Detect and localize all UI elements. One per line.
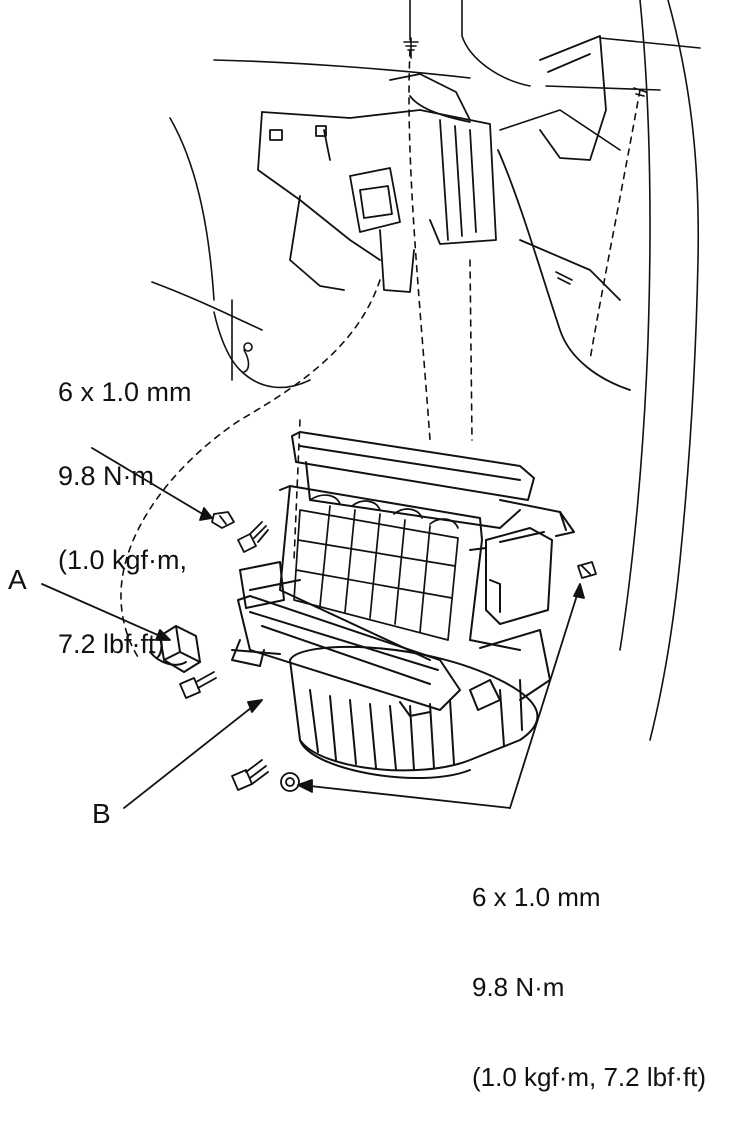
upper-torque-callout: 6 x 1.0 mm 9.8 N·m (1.0 kgf·m, 7.2 lbf·f… xyxy=(58,322,192,686)
upper-screws xyxy=(403,37,647,285)
label-b: B xyxy=(92,798,111,829)
dashboard-panel xyxy=(151,0,701,741)
side-resistor-block xyxy=(485,527,553,625)
blower-unit-diagram xyxy=(41,0,701,809)
blower-top-duct xyxy=(291,431,535,501)
lower-torque-nm: 9.8 N·m xyxy=(472,972,565,1002)
leader-lines xyxy=(41,447,585,809)
label-a: A xyxy=(8,564,27,595)
upper-torque-nm: 9.8 N·m xyxy=(58,461,155,491)
filter-grid xyxy=(293,494,459,641)
routing-dashed-lines xyxy=(120,49,641,661)
upper-torque-kgf: (1.0 kgf·m, xyxy=(58,545,188,575)
mounting-bolts xyxy=(179,511,597,792)
lower-torque-callout: 6 x 1.0 mm 9.8 N·m (1.0 kgf·m, 7.2 lbf·f… xyxy=(472,822,706,1122)
blower-unit xyxy=(231,431,575,780)
clip-part-a xyxy=(149,625,201,673)
lower-torque-full: (1.0 kgf·m, 7.2 lbf·ft) xyxy=(472,1062,707,1092)
blower-fan-housing xyxy=(289,645,539,772)
lower-torque-size: 6 x 1.0 mm xyxy=(472,882,601,912)
upper-duct-bracket xyxy=(257,35,631,391)
upper-torque-size: 6 x 1.0 mm xyxy=(58,377,192,407)
upper-torque-lbf: 7.2 lbf·ft) xyxy=(58,629,165,659)
